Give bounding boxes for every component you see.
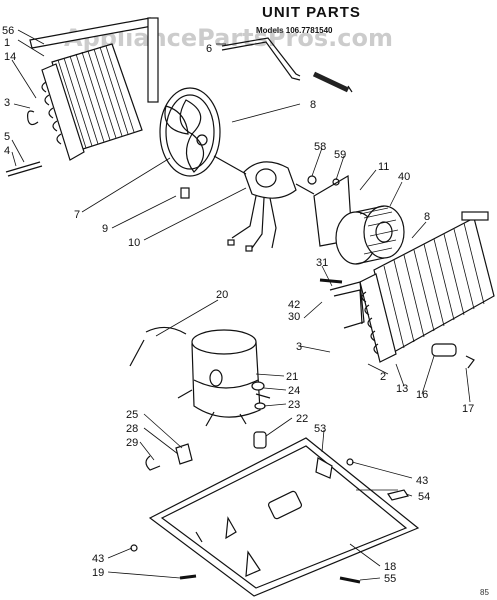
callout: 13	[396, 383, 408, 395]
base-pan	[148, 437, 420, 597]
callout: 17	[462, 403, 474, 415]
screw	[339, 576, 361, 584]
grommet	[251, 381, 265, 391]
callout: 30	[288, 311, 300, 323]
callout: 59	[334, 149, 346, 161]
callout: 5	[4, 131, 10, 143]
screw-bracket	[387, 489, 409, 501]
callout: 14	[4, 51, 16, 63]
callout: 40	[398, 171, 410, 183]
callout: 6	[206, 43, 212, 55]
compressor	[129, 326, 271, 427]
callout: 24	[288, 385, 300, 397]
rod-assembly	[221, 37, 353, 93]
washer	[254, 402, 266, 410]
callout: 29	[126, 437, 138, 449]
callout: 43	[416, 475, 428, 487]
callout: 3	[4, 97, 10, 109]
callout: 7	[74, 209, 80, 221]
callout: 25	[126, 409, 138, 421]
clip-part	[465, 355, 475, 369]
callout: 20	[216, 289, 228, 301]
callout: 1	[4, 37, 10, 49]
callout: 31	[316, 257, 328, 269]
callout: 11	[378, 161, 389, 173]
callout: 18	[384, 561, 396, 573]
blower-wheel	[307, 174, 405, 265]
callout: 42	[288, 299, 300, 311]
callout: 9	[102, 223, 108, 235]
callout: 23	[288, 399, 300, 411]
callout: 56	[2, 25, 14, 37]
callout: 19	[92, 567, 104, 579]
condenser-coil	[29, 17, 159, 161]
callout: 28	[126, 423, 138, 435]
leader-lines	[11, 29, 471, 581]
callout: 8	[424, 211, 430, 223]
callout: 43	[92, 553, 104, 565]
clip-part	[27, 110, 39, 126]
callout: 3	[296, 341, 302, 353]
evaporator-coil	[359, 211, 495, 363]
callout: 4	[4, 145, 10, 157]
callout: 10	[128, 237, 140, 249]
screw	[179, 574, 197, 580]
fan-motor	[213, 155, 315, 252]
corner-mark: 85	[480, 588, 489, 597]
refrigerant-tubing	[329, 281, 365, 329]
callout: 2	[380, 371, 386, 383]
callout: 58	[314, 141, 326, 153]
callout: 21	[286, 371, 298, 383]
drain-tube	[5, 161, 41, 173]
bracket-part	[175, 443, 193, 465]
callout: 54	[418, 491, 430, 503]
callout: 55	[384, 573, 396, 585]
page-title: UNIT PARTS	[262, 4, 361, 21]
clip-part	[145, 455, 161, 471]
callout: 8	[310, 99, 316, 111]
callout-labels: 56 1 14 3 5 4 6 7 8 9 10 58 59 11 40 8 2…	[2, 25, 474, 585]
fan-blade	[159, 87, 221, 199]
callout: 53	[314, 423, 326, 435]
callout: 22	[296, 413, 308, 425]
model-number: Models 106.7781540	[256, 26, 333, 35]
heater-part	[431, 343, 457, 357]
mounting-grommet	[253, 431, 267, 449]
callout: 16	[416, 389, 428, 401]
